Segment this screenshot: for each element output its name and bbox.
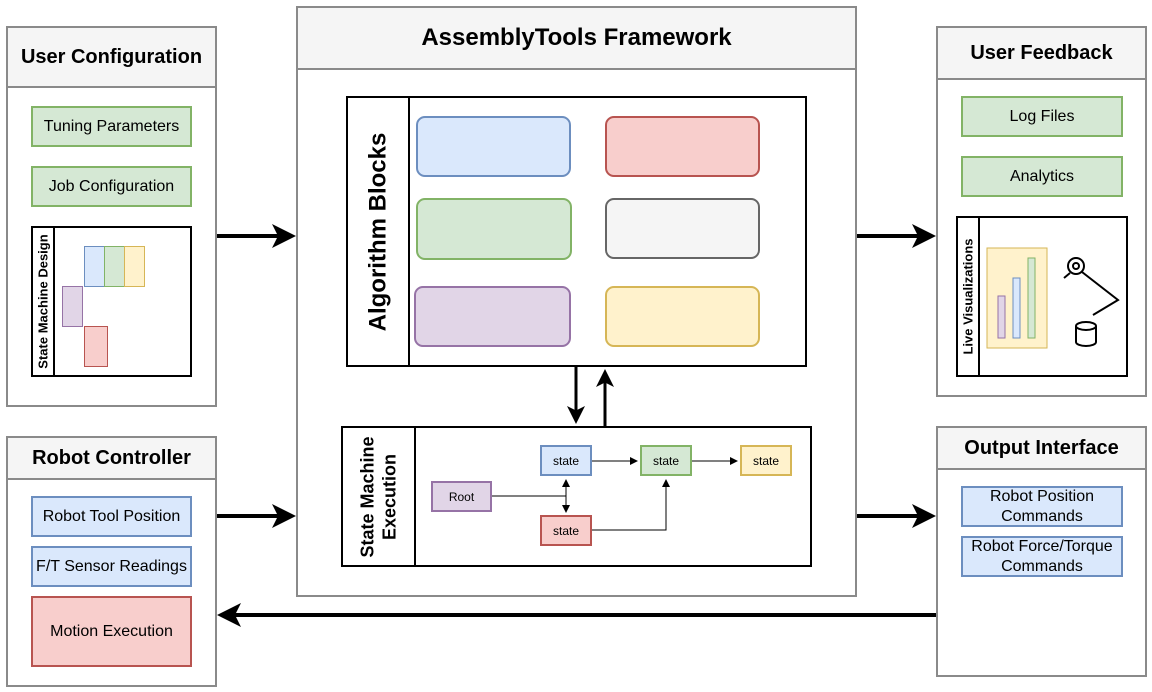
algorithm-block-yellow xyxy=(605,286,760,347)
framework-title: AssemblyTools Framework xyxy=(298,8,855,70)
motion-execution-box: Motion Execution xyxy=(31,596,192,667)
state-yellow-label: state xyxy=(752,453,779,468)
state-machine-design-label: State Machine Design xyxy=(35,234,51,369)
design-block-yellow xyxy=(124,246,145,287)
user-configuration-title: User Configuration xyxy=(8,28,215,88)
user-feedback-title: User Feedback xyxy=(938,28,1145,80)
robot-force-torque-commands-line2: Commands xyxy=(1001,557,1083,575)
output-interface-title: Output Interface xyxy=(938,428,1145,470)
ft-sensor-readings-label: F/T Sensor Readings xyxy=(36,557,187,575)
design-block-purple xyxy=(62,286,83,327)
state-machine-execution-label-line2: Execution xyxy=(379,453,400,540)
state-machine-execution-label-line1: State Machine xyxy=(357,435,378,558)
ft-sensor-readings-box: F/T Sensor Readings xyxy=(31,546,192,587)
robot-tool-position-box: Robot Tool Position xyxy=(31,496,192,537)
state-root: Root xyxy=(431,481,492,512)
robot-force-torque-commands-line1: Robot Force/Torque xyxy=(971,537,1113,555)
bar-chart-icon xyxy=(986,247,1048,349)
tuning-parameters-box: Tuning Parameters xyxy=(31,106,192,147)
job-configuration-label: Job Configuration xyxy=(48,177,175,195)
algorithm-blocks-label: Algorithm Blocks xyxy=(364,132,392,331)
state-yellow: state xyxy=(740,445,792,476)
state-green: state xyxy=(640,445,692,476)
state-blue-label: state xyxy=(552,453,579,468)
design-block-blue xyxy=(84,246,105,287)
robot-position-commands-box: Robot Position Commands xyxy=(961,486,1123,527)
log-files-box: Log Files xyxy=(961,96,1123,137)
design-block-green xyxy=(104,246,125,287)
algorithm-block-green xyxy=(416,198,572,260)
algorithm-block-purple xyxy=(414,286,571,347)
algorithm-block-grey xyxy=(605,198,760,259)
design-block-red xyxy=(84,326,108,367)
state-machine-design-box: State Machine Design xyxy=(31,226,192,377)
log-files-label: Log Files xyxy=(1009,107,1075,125)
state-red-label: state xyxy=(552,523,579,538)
robot-arm-icon xyxy=(1063,257,1120,347)
tuning-parameters-label: Tuning Parameters xyxy=(43,117,180,135)
job-configuration-box: Job Configuration xyxy=(31,166,192,207)
state-root-label: Root xyxy=(448,489,475,504)
state-machine-execution-label: State Machine Execution xyxy=(357,436,401,557)
visualization-icons xyxy=(986,247,1120,349)
analytics-box: Analytics xyxy=(961,156,1123,197)
algorithm-block-red xyxy=(605,116,760,177)
state-red: state xyxy=(540,515,592,546)
state-blue: state xyxy=(540,445,592,476)
robot-force-torque-commands-box: Robot Force/Torque Commands xyxy=(961,536,1123,577)
robot-controller-title: Robot Controller xyxy=(8,438,215,480)
robot-position-commands-line2: Commands xyxy=(1001,507,1083,525)
robot-position-commands-line1: Robot Position xyxy=(989,487,1095,505)
analytics-label: Analytics xyxy=(1009,167,1075,185)
live-visualizations-box: Live Visualizations xyxy=(956,216,1128,377)
motion-execution-label: Motion Execution xyxy=(50,622,173,640)
algorithm-block-blue xyxy=(416,116,571,177)
robot-tool-position-label: Robot Tool Position xyxy=(42,507,181,525)
state-green-label: state xyxy=(652,453,679,468)
